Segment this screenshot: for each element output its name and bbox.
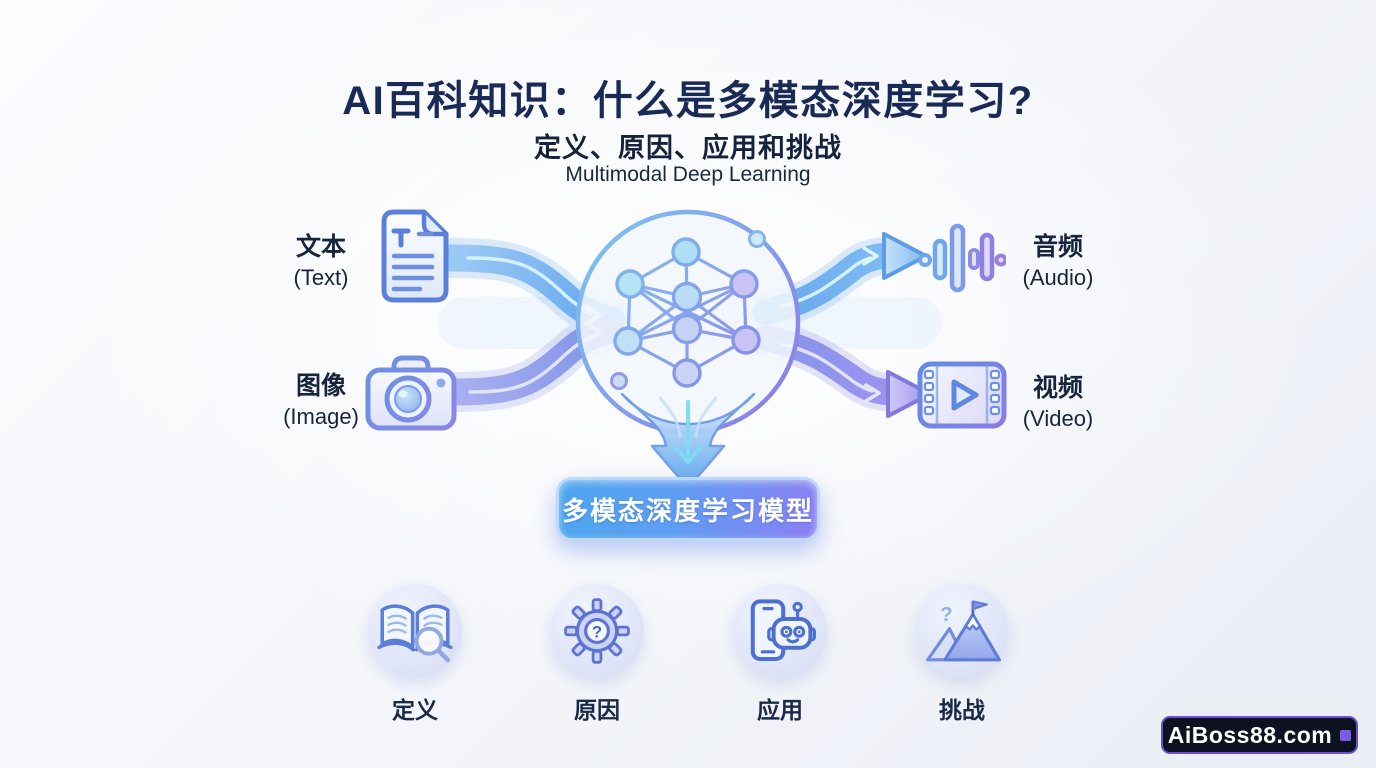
neural-network-icon bbox=[613, 237, 761, 388]
audio-wave-icon bbox=[918, 223, 1006, 293]
video-icon bbox=[917, 361, 1007, 429]
watermark-square-icon bbox=[1340, 729, 1352, 741]
topic-challenge-label: 挑战 bbox=[939, 697, 985, 723]
input-label-text: 文本 (Text) bbox=[246, 232, 396, 291]
topic-application-label: 应用 bbox=[757, 697, 803, 723]
topic-challenge-circle: ? bbox=[915, 584, 1009, 678]
book-magnifier-icon bbox=[377, 604, 453, 663]
ring-node-top-right bbox=[748, 230, 766, 248]
topic-definition-circle bbox=[368, 584, 462, 678]
input-text-zh: 文本 bbox=[295, 233, 346, 261]
mountain-question-glyph: ? bbox=[940, 604, 952, 626]
topic-application: 应用 bbox=[715, 584, 845, 725]
output-label-audio: 音频 (Audio) bbox=[983, 232, 1133, 291]
model-banner: 多模态深度学习模型 bbox=[556, 477, 820, 541]
ring-node-bottom-left bbox=[610, 372, 628, 390]
topic-reason-label: 原因 bbox=[574, 697, 620, 723]
page-subtitle: 定义、原因、应用和挑战 bbox=[534, 133, 842, 163]
down-arrow-inner-lines bbox=[658, 396, 718, 464]
camera-icon bbox=[365, 355, 457, 431]
watermark-badge: AiBoss88.com bbox=[1161, 716, 1358, 754]
output-video-zh: 视频 bbox=[1032, 374, 1083, 402]
output-label-video: 视频 (Video) bbox=[983, 373, 1133, 432]
topic-reason-circle: ? bbox=[550, 584, 644, 678]
arrowhead-video bbox=[886, 370, 932, 418]
output-audio-zh: 音频 bbox=[1032, 233, 1083, 261]
document-icon bbox=[381, 209, 449, 303]
output-audio-en: (Audio) bbox=[1022, 265, 1094, 290]
input-text-en: (Text) bbox=[293, 265, 349, 290]
topic-application-circle bbox=[733, 584, 827, 678]
phone-robot-icon bbox=[750, 599, 816, 661]
arrowhead-audio bbox=[882, 232, 928, 280]
topic-definition-label: 定义 bbox=[392, 697, 438, 723]
page-title: AI百科知识：什么是多模态深度学习? bbox=[342, 79, 1034, 123]
input-image-en: (Image) bbox=[283, 404, 359, 429]
output-video-en: (Video) bbox=[1022, 406, 1094, 431]
topic-reason: ? 原因 bbox=[532, 584, 662, 725]
topic-definition: 定义 bbox=[350, 584, 480, 725]
topic-challenge: ? 挑战 bbox=[897, 584, 1027, 725]
watermark-text: AiBoss88.com bbox=[1167, 721, 1333, 748]
input-label-image: 图像 (Image) bbox=[246, 371, 396, 430]
gear-question-glyph: ? bbox=[592, 623, 602, 641]
mountain-flag-icon: ? bbox=[926, 600, 1001, 662]
input-image-zh: 图像 bbox=[295, 372, 346, 400]
gear-question-icon: ? bbox=[564, 598, 630, 664]
page-subtitle-english: Multimodal Deep Learning bbox=[565, 163, 811, 186]
